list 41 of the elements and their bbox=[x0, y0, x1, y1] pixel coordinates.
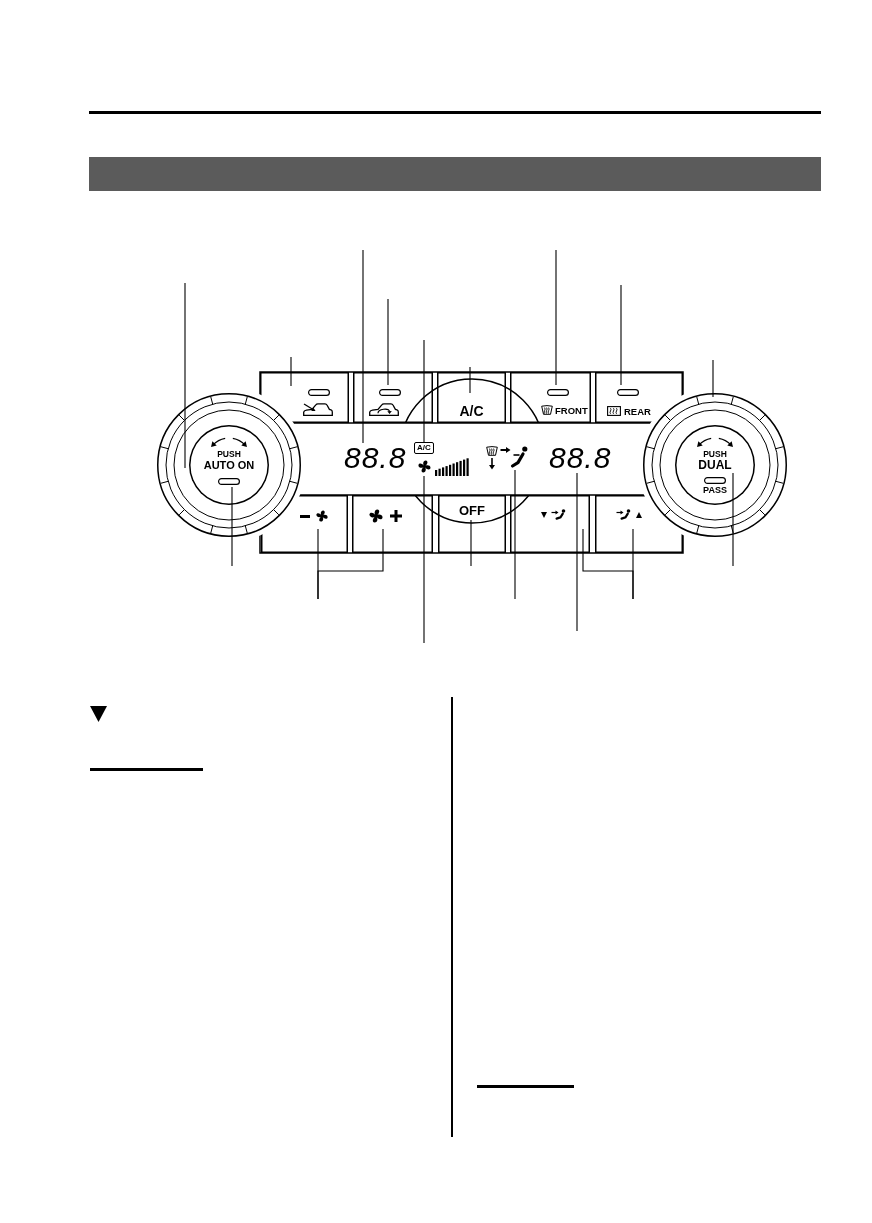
recirculation-button bbox=[353, 372, 433, 423]
leader-line bbox=[387, 298, 389, 386]
fan-up-button bbox=[352, 495, 433, 553]
front-defrost-button bbox=[510, 372, 591, 423]
leader-line bbox=[712, 359, 714, 398]
button-label: REAR bbox=[624, 407, 651, 417]
push-label: PUSH bbox=[217, 450, 241, 459]
leader-line bbox=[576, 472, 578, 632]
air-intake-button bbox=[260, 372, 349, 423]
mode-down-button bbox=[510, 495, 590, 553]
indicator-label: PASS bbox=[703, 486, 727, 495]
leader-line bbox=[514, 469, 516, 600]
leader-line bbox=[423, 339, 425, 443]
section-heading-bar bbox=[89, 157, 821, 191]
fan-level-icon bbox=[418, 457, 470, 476]
leader-line bbox=[290, 356, 292, 387]
ac-indicator-label: A/C bbox=[414, 442, 434, 454]
button-label: OFF bbox=[459, 504, 485, 517]
leader-line bbox=[555, 249, 557, 386]
mode-up-button bbox=[595, 495, 683, 553]
leader-line bbox=[620, 284, 622, 386]
leader-line bbox=[184, 282, 186, 469]
fan-down-button bbox=[261, 495, 348, 553]
off-button bbox=[438, 495, 506, 553]
leader-line bbox=[469, 366, 471, 394]
leader-line bbox=[632, 528, 634, 600]
leader-line bbox=[362, 249, 364, 444]
button-label: FRONT bbox=[555, 406, 588, 416]
button-label: DUAL bbox=[698, 459, 732, 471]
leader-line bbox=[732, 472, 734, 567]
button-label: A/C bbox=[459, 404, 484, 418]
leader-line bbox=[423, 475, 425, 644]
temperature-readout: 88.8 bbox=[344, 443, 407, 473]
leader-line bbox=[470, 519, 472, 567]
leader-line bbox=[231, 486, 233, 567]
push-label: PUSH bbox=[703, 450, 727, 459]
ac-button bbox=[437, 372, 506, 423]
temperature-readout: 88.8 bbox=[549, 443, 612, 473]
button-label: AUTO ON bbox=[203, 460, 255, 471]
airflow-mode-icon bbox=[486, 446, 528, 470]
leader-line bbox=[317, 528, 384, 600]
